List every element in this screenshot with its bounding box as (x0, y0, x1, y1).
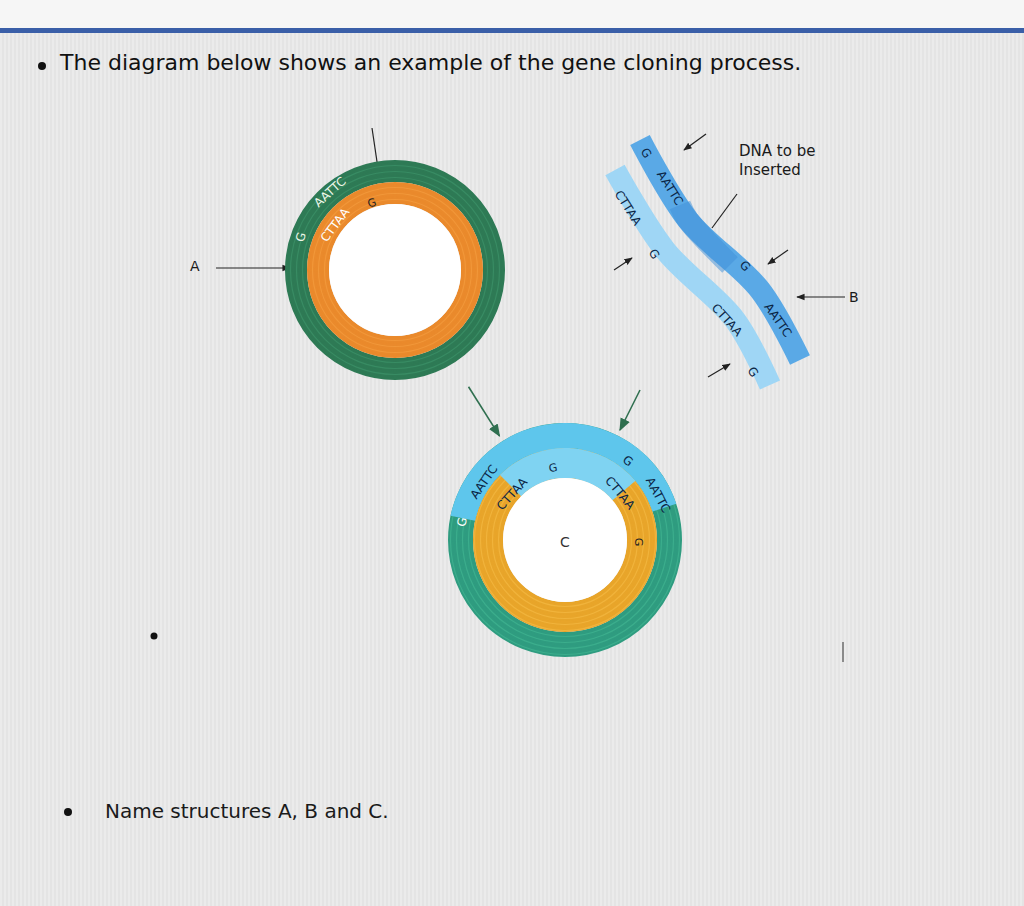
top-strip (0, 0, 1024, 28)
leader-line (216, 267, 290, 268)
top-bar (0, 28, 1024, 33)
base-sequence: G (633, 538, 644, 547)
bullet (38, 62, 46, 70)
process-arrow (620, 390, 640, 430)
leader-line (797, 296, 845, 297)
base-sequence: G (455, 516, 468, 527)
plasmid: GAATTCCTTAAG (285, 160, 505, 380)
title: The diagram below shows an example of th… (60, 50, 801, 75)
structure-label: C (560, 535, 570, 549)
question: Name structures A, B and C. (105, 799, 389, 824)
text-cursor (843, 642, 844, 662)
leader-line (712, 194, 737, 228)
structure-label: B (849, 289, 859, 307)
process-arrow (469, 387, 500, 436)
base-sequence: G (548, 462, 558, 474)
structure-label: A (190, 258, 200, 276)
recombinant-plasmid: GAATTCCTTAAGGCTTAAAATTCGC (448, 423, 682, 657)
annotation: DNA to be Inserted (739, 142, 849, 180)
cut-arrow (684, 134, 706, 150)
cut-arrow (768, 250, 788, 264)
bullet (151, 633, 158, 640)
bullet (64, 808, 72, 816)
cut-arrow (614, 258, 632, 270)
cut-arrow (708, 364, 730, 377)
